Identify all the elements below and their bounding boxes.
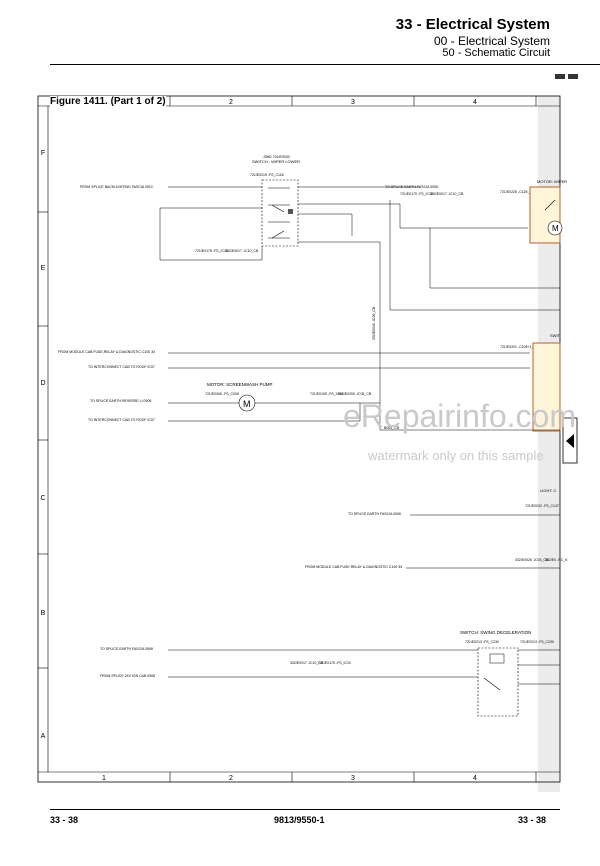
column-label: 1 bbox=[102, 775, 106, 782]
connector-label: 332/E0017 -IC10_CB bbox=[290, 661, 324, 665]
footer-page-right: 33 - 38 bbox=[518, 815, 547, 825]
wire-label: 721/E0175 -FS_IC10 bbox=[400, 192, 433, 196]
section-subtitle: 00 - Electrical System bbox=[433, 34, 550, 48]
figure-label: Figure 1411. (Part 1 of 2) bbox=[50, 96, 166, 107]
column-label: 3 bbox=[351, 99, 355, 106]
component-title: SWITCH: SWING DECELERATION bbox=[460, 630, 531, 635]
footer-doc-number: 9813/9550-1 bbox=[274, 815, 325, 825]
wire-label: 332/E0 -RC_K bbox=[545, 558, 568, 562]
wire-label: TO SPLICE EARTH REVERSE LI 0905 bbox=[90, 399, 151, 403]
column-label: 2 bbox=[229, 99, 233, 106]
connector-label: 721/E0213 -FS_C230 bbox=[465, 640, 499, 644]
row-label: F bbox=[41, 150, 45, 157]
column-label: 3 bbox=[351, 775, 355, 782]
component-title: MOTOR: WIPER bbox=[537, 179, 567, 184]
component-title: LIGHT: C bbox=[540, 488, 557, 493]
wire-label: FROM MODULE CAB FUSE,RELAY & DIAGNOSTIC … bbox=[305, 565, 402, 569]
connector-label: 721/E0201 -C108+1_CB bbox=[500, 345, 539, 349]
column-label: 4 bbox=[473, 99, 477, 106]
footer-page-left: 33 - 38 bbox=[50, 815, 79, 825]
thumb-icon bbox=[555, 74, 565, 79]
wire-label: 332/E0017 -IC10_CB bbox=[225, 249, 259, 253]
section-subtitle-2: 50 - Schematic Circuit bbox=[442, 47, 550, 59]
connector-label: 721/E0032 -FS_C147 bbox=[525, 504, 559, 508]
connector-label: 332/E0200 -IC05_CB bbox=[338, 392, 372, 396]
wire-label: FROM SPLICE BACKLIGHTING FASCIA 0910 bbox=[80, 185, 153, 189]
connector-label: 721/E0219 -FS_C118 bbox=[250, 173, 284, 177]
column-label: 2 bbox=[229, 775, 233, 782]
wire-label: 332/E0017 -IC10_CB bbox=[430, 192, 464, 196]
row-label: A bbox=[41, 733, 46, 740]
wire-label: B004_CB bbox=[384, 426, 400, 430]
motor-symbol: M bbox=[552, 224, 559, 233]
row-label: C bbox=[40, 495, 45, 502]
motor-symbol: M bbox=[243, 399, 251, 409]
wire-label: TO SPLICE EARTH FASCIA 0906 bbox=[385, 185, 438, 189]
section-title: 33 - Electrical System bbox=[395, 16, 550, 33]
component-title: SWIT bbox=[550, 333, 561, 338]
connector-label: 721/E0175 -FS_IC10 bbox=[318, 661, 351, 665]
connector-label: 721/E0006 -FS_C009 bbox=[205, 392, 239, 396]
row-label: E bbox=[41, 265, 46, 272]
wire-label: TO SPLICE EARTH FASCIA 0906 bbox=[348, 512, 401, 516]
wire-label: 332/E0040 -IC06_CB bbox=[372, 306, 376, 340]
wire-label: 721/E0175 -FS_IC10 bbox=[195, 249, 228, 253]
connector-label: 721/E0225 -C125_CB bbox=[500, 190, 535, 194]
row-label: B bbox=[41, 610, 46, 617]
watermark-text: eRepairinfo.com bbox=[343, 398, 576, 434]
wire-label: TO INTERCONNECT CAB TO ROOF IC07 bbox=[88, 418, 155, 422]
footer-rule bbox=[50, 809, 560, 810]
component-title: SWITCH : WIPER LOWER bbox=[252, 159, 300, 164]
wire-label: 332/E0026 -IC03_CB bbox=[515, 558, 549, 562]
component-title: MOTOR: SCREENWASH PUMP bbox=[207, 382, 273, 387]
component-code: -SWD 701/E0033 bbox=[262, 155, 289, 159]
wire-label: FROM SPLICE 24V IGN CAB 0908 bbox=[100, 674, 155, 678]
header-rule bbox=[50, 64, 600, 65]
connector-label: 721/E0213 -FS_C230 bbox=[520, 640, 554, 644]
thumb-icon bbox=[568, 74, 578, 79]
connector-label: 721/E0105 -FS_X011 bbox=[310, 392, 343, 396]
wire-label: FROM MODULE CAB FUSE,RELAY & DIAGNOSTIC … bbox=[58, 350, 155, 354]
wire-label: TO SPLICE EARTH FASCIA 0906 bbox=[100, 647, 153, 651]
row-label: D bbox=[40, 380, 45, 387]
watermark-note: watermark only on this sample bbox=[368, 448, 544, 463]
wire-label: TO INTERCONNECT CAB TO ROOF IC07 bbox=[88, 365, 155, 369]
column-label: 4 bbox=[473, 775, 477, 782]
